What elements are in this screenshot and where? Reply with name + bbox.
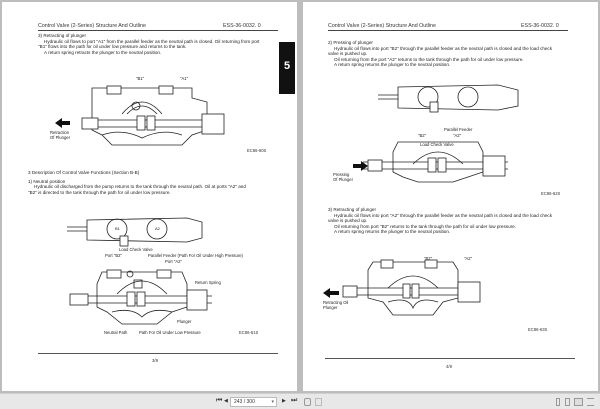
figure-code: EC86-63S xyxy=(528,327,548,332)
header-title: Control Valve (2-Series) Structure And O… xyxy=(38,23,146,29)
header-code: ESS-36-0032. 0 xyxy=(223,23,261,29)
item2-text: 2) Pressing of plunger Hydraulic oil flo… xyxy=(328,40,553,68)
arrow-left-icon xyxy=(55,118,70,128)
item3-text: 3) Retracting of plunger Hydraulic oil f… xyxy=(38,33,260,55)
page-number: 4/9 xyxy=(446,364,452,369)
header-code: ESS-36-0032. 0 xyxy=(521,23,559,29)
valve-diagram-neutral xyxy=(67,217,212,325)
valve-diagram-pressing xyxy=(353,84,519,183)
section3-text: 3 Description Of Control Valve Functions… xyxy=(28,170,246,195)
fit-width-icon[interactable] xyxy=(587,398,594,406)
print-icon[interactable] xyxy=(315,398,322,406)
valve-diagram-retracting xyxy=(342,259,481,316)
page-left: Control Valve (2-Series) Structure And O… xyxy=(2,2,297,391)
figure-code: EC86-62S xyxy=(541,191,561,196)
next-page-button[interactable]: ▶ xyxy=(282,398,286,404)
two-page-view-icon[interactable] xyxy=(574,398,583,406)
arrow-left-icon xyxy=(323,288,339,298)
document-viewer[interactable]: Control Valve (2-Series) Structure And O… xyxy=(0,0,600,393)
header-title: Control Valve (2-Series) Structure And O… xyxy=(328,23,436,29)
prev-page-button[interactable]: ◀ xyxy=(224,398,228,404)
last-page-button[interactable]: ⏭ xyxy=(291,397,298,404)
page-number: 3/9 xyxy=(152,358,158,363)
header-divider xyxy=(328,30,568,31)
navigation-toolbar: ⏮ ◀ 243 / 300 ▾ ▶ ⏭ xyxy=(0,393,600,409)
continuous-view-icon[interactable] xyxy=(565,398,570,406)
item-heading: 3) Retracting of plunger xyxy=(38,33,87,38)
single-page-view-icon[interactable] xyxy=(556,398,560,406)
chevron-down-icon[interactable]: ▾ xyxy=(271,399,274,405)
header-divider xyxy=(38,30,278,31)
first-page-button[interactable]: ⏮ xyxy=(216,397,223,404)
figure-code: EC86-60S xyxy=(247,148,267,153)
arrow-right-icon xyxy=(353,161,368,171)
figure-code: EC86-61S xyxy=(239,330,259,335)
page-number-input[interactable]: 243 / 300 ▾ xyxy=(230,397,277,407)
footer-divider xyxy=(325,358,575,359)
footer-divider xyxy=(38,353,278,354)
page-right: Control Valve (2-Series) Structure And O… xyxy=(303,2,598,391)
valve-diagram-retraction xyxy=(55,85,225,146)
rotate-icon[interactable] xyxy=(304,398,311,406)
section-tab: 5 xyxy=(279,42,295,94)
item3-text: 3) Retracting of plunger Hydraulic oil f… xyxy=(328,207,553,235)
